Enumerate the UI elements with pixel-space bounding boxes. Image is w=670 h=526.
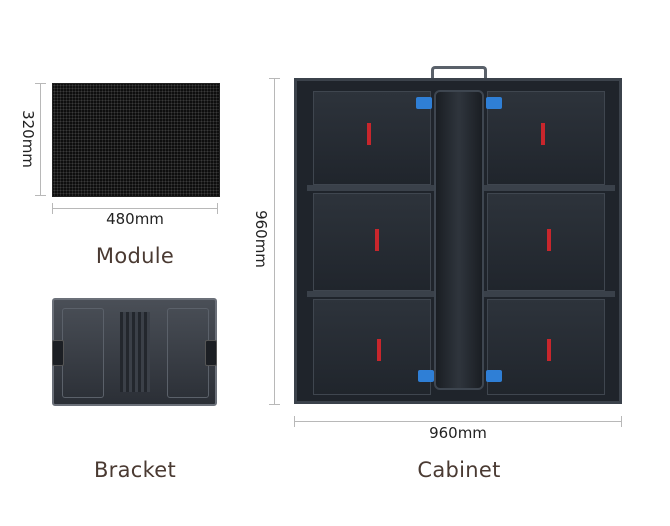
module-height-label: 320mm [19, 110, 37, 168]
module-width-dim-line [52, 208, 218, 209]
module-height-dim-tick-bottom [35, 195, 46, 196]
module-width-label: 480mm [106, 210, 164, 228]
cabinet-height-dim-line [274, 78, 275, 404]
cabinet-width-dim-tick-left [294, 416, 295, 427]
cabinet-center-handle [434, 90, 484, 390]
module-image [52, 83, 220, 197]
module-height-dim-tick-top [35, 83, 46, 84]
cabinet-height-label: 960mm [252, 210, 270, 268]
cabinet-blue-lock [486, 370, 502, 382]
module-caption: Module [95, 244, 175, 268]
bracket-caption: Bracket [93, 458, 177, 482]
cabinet-width-dim-tick-right [621, 416, 622, 427]
module-width-dim-tick-right [217, 203, 218, 214]
cabinet-height-dim-tick-bottom [269, 404, 280, 405]
cabinet-height-dim-tick-top [269, 78, 280, 79]
cabinet-caption: Cabinet [417, 458, 501, 482]
cabinet-width-label: 960mm [429, 424, 487, 442]
module-width-dim-tick-left [52, 203, 53, 214]
cabinet-blue-lock [486, 97, 502, 109]
cabinet-blue-lock [416, 97, 432, 109]
bracket-image [52, 298, 217, 406]
cabinet-top-handle [431, 66, 487, 80]
cabinet-blue-lock [418, 370, 434, 382]
module-height-dim-line [40, 83, 41, 195]
cabinet-width-dim-line [294, 421, 622, 422]
